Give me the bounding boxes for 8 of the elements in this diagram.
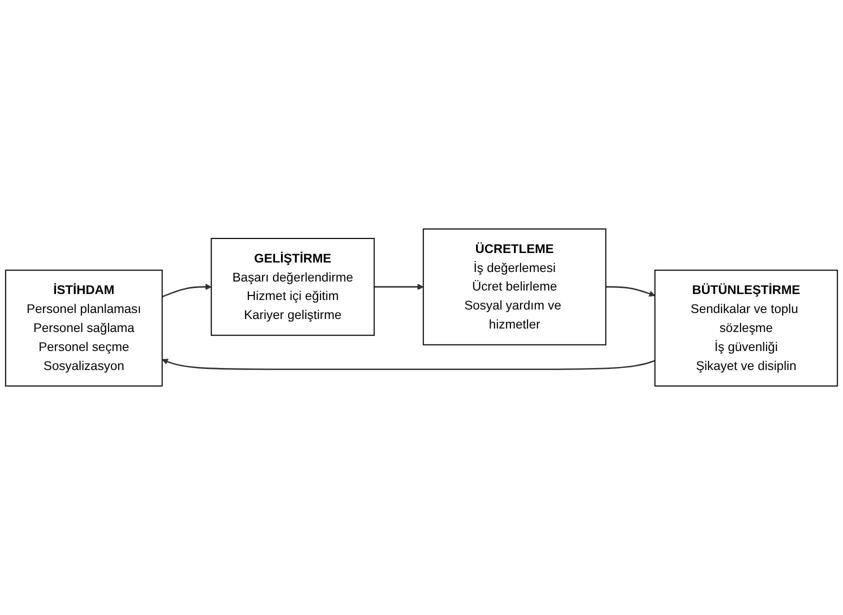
node-box: ÜCRETLEME İş değerlemesi Ücret belirleme Sosyal yardım ve hizmetler xyxy=(422,228,606,346)
node-box: BÜTÜNLEŞTİRME Sendikalar ve toplu sözleşme İş güvenliği Şikayet ve disiplin xyxy=(654,270,838,387)
arrow xyxy=(162,284,212,298)
arrow xyxy=(374,284,424,290)
node-box: GELİŞTİRME Başarı değerlendirme Hizmet içi eğitim Kariyer geliştirme xyxy=(210,238,375,336)
arrow xyxy=(606,286,656,297)
arrow xyxy=(162,358,656,370)
node-box: İSTİHDAM Personel planlaması Personel sağlama Personel seçme Sosyalizasyon xyxy=(5,270,163,387)
